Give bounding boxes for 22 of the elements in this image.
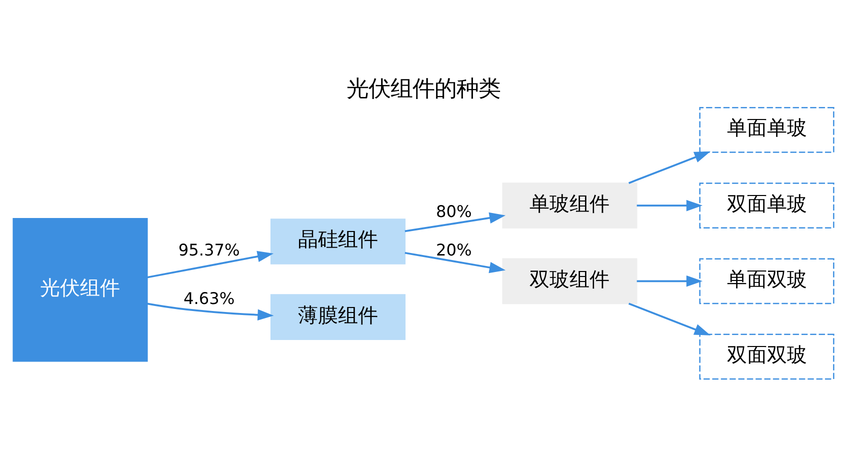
edge-label: 95.37% — [178, 240, 240, 260]
arrow — [404, 212, 506, 232]
edge-label: 4.63% — [184, 288, 235, 308]
node-box: 双玻组件 — [502, 258, 638, 304]
arrow — [147, 250, 274, 278]
node-box: 单玻组件 — [502, 182, 638, 228]
arrow — [628, 302, 711, 335]
arrow — [147, 302, 274, 320]
edge-label: 20% — [436, 240, 472, 260]
node-box: 薄膜组件 — [270, 294, 406, 340]
node-box: 单面双玻 — [699, 258, 834, 304]
arrow — [404, 251, 506, 273]
diagram-title: 光伏组件的种类 — [346, 75, 500, 102]
node-box: 双面单玻 — [699, 182, 834, 228]
node-box: 单面单玻 — [699, 106, 834, 152]
node-box: 双面双玻 — [699, 333, 834, 380]
arrow — [628, 150, 711, 184]
arrow — [636, 275, 703, 286]
node-box: 光伏组件 — [12, 217, 148, 362]
node-box: 晶硅组件 — [270, 218, 406, 264]
arrow — [636, 199, 703, 211]
edge-label: 80% — [436, 202, 472, 221]
